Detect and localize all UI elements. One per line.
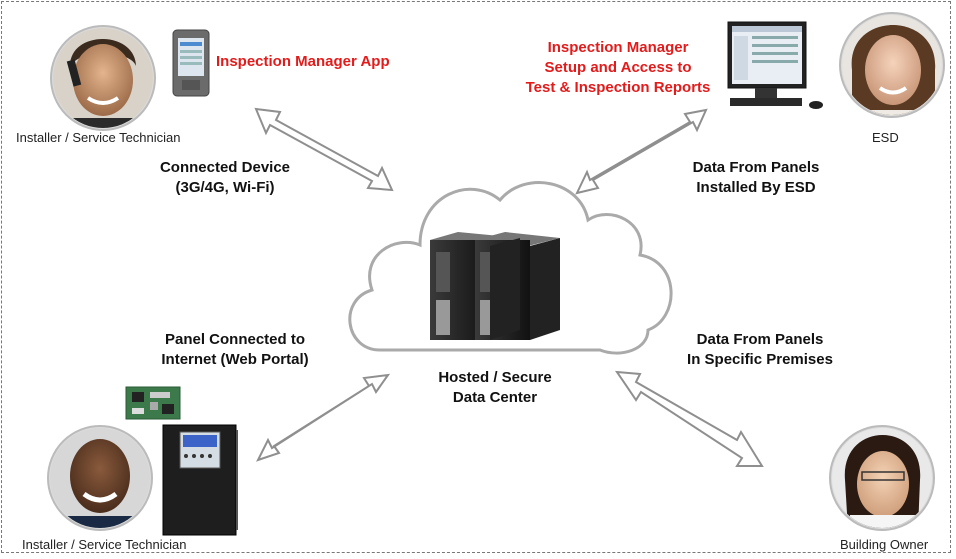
setup-label: Inspection Manager Setup and Access to T… [500,38,736,98]
esd-avatar [839,12,945,118]
arrow-top-left [254,107,394,192]
arrow-bottom-right [614,370,764,467]
handheld-device-icon [172,29,210,97]
setup-label-line: Setup and Access to [544,59,692,76]
setup-label-line: Inspection Manager [547,39,689,56]
app-label: Inspection Manager App [216,53,390,70]
connection-label-line: Internet (Web Portal) [161,351,309,368]
connection-bottom-right-label: Data From Panels In Specific Premises [665,330,855,370]
connection-label-line: Data From Panels [692,159,820,176]
connection-label-line: Data From Panels [696,331,824,348]
setup-label-line: Test & Inspection Reports [525,79,711,96]
arrow-top-right [575,108,708,195]
datacenter-label-line: Data Center [452,389,538,406]
computer-icon [727,21,823,109]
connection-bottom-left-label: Panel Connected to Internet (Web Portal) [140,330,330,370]
connection-label-line: In Specific Premises [687,351,833,368]
connection-label-line: Installed By ESD [696,179,816,196]
control-panel-icon [162,424,238,536]
server-icon [430,232,560,340]
technician-bottom-avatar [47,425,153,531]
technician-top-label: Installer / Service Technician [16,130,181,145]
connection-top-left-label: Connected Device (3G/4G, Wi-Fi) [140,158,310,198]
arrow-bottom-left [256,373,391,462]
technician-bottom-label: Installer / Service Technician [22,537,187,552]
building-owner-avatar [829,425,935,531]
technician-top-avatar [50,25,156,131]
esd-label: ESD [872,130,899,145]
connection-label-line: Panel Connected to [164,331,306,348]
connection-label-line: (3G/4G, Wi-Fi) [175,179,275,196]
circuit-board-icon [125,386,181,420]
building-owner-label: Building Owner [840,537,929,552]
datacenter-label-line: Hosted / Secure [438,369,552,386]
datacenter-label: Hosted / Secure Data Center [420,368,570,408]
connection-top-right-label: Data From Panels Installed By ESD [668,158,844,198]
connection-label-line: Connected Device [159,159,291,176]
